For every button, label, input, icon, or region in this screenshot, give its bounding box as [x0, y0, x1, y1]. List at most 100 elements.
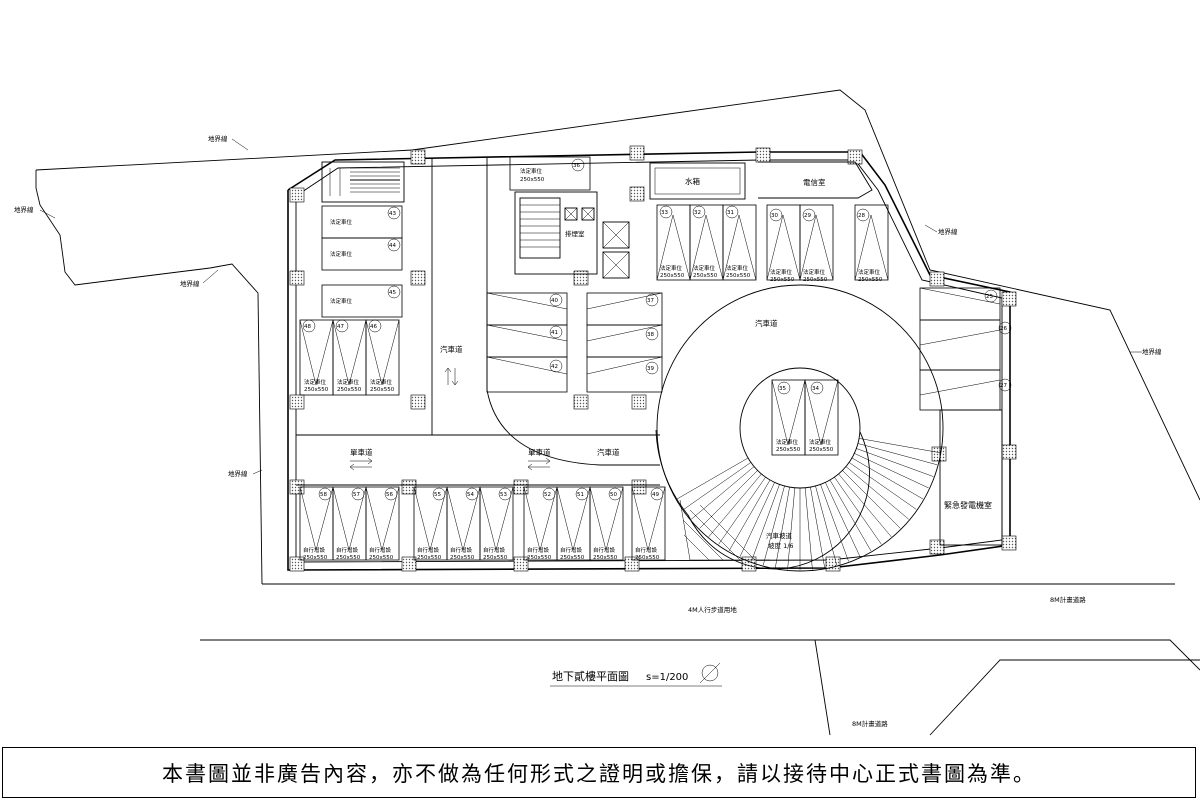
spot-number: 39 — [647, 366, 654, 372]
spot-number: 32 — [694, 210, 701, 216]
spot-type: 法定車位 — [858, 268, 881, 276]
spot-number-circle — [318, 487, 332, 501]
spot-type: 法定車位 — [370, 378, 393, 386]
road-label-bottom: 8M計畫道路 — [852, 719, 888, 728]
ramp-step-line — [842, 470, 901, 529]
spot-type: 法定車位 — [337, 378, 360, 386]
spot-type: 法定車位 — [776, 438, 799, 446]
ramp-step-line — [762, 485, 785, 566]
spot-number: 44 — [389, 243, 396, 249]
spiral-ramp: 汽車坡道 坡度 1/6 — [676, 431, 940, 570]
scooter-lane-label-mid: 單車道 — [528, 447, 551, 457]
spot-type: 法定車位 — [330, 297, 353, 305]
ramp-step-line — [787, 487, 796, 570]
spot-number: 28 — [858, 213, 865, 219]
spot-number: 51 — [577, 492, 584, 498]
parking-bottom-row: 58自行增設250x55057自行增設250x55056自行增設250x5505… — [299, 486, 666, 561]
parking-middle: 40 41 42 37 38 39 — [486, 292, 663, 393]
north-arrow-icon — [701, 664, 719, 682]
parking-spot-mark — [589, 486, 624, 551]
parking-spot-36: 36 法定車位 250x550 — [509, 156, 591, 191]
ramp-step-line — [739, 482, 775, 557]
spot-number: 56 — [386, 492, 393, 498]
building-walls — [287, 151, 1011, 571]
spot-size: 250x550 — [369, 555, 394, 561]
boundary-label-1: 地界線 — [208, 134, 228, 143]
spot-type: 自行增設 — [560, 546, 583, 554]
boundary-label-4: 地界線 — [228, 469, 248, 478]
drawing-scale: s=1/200 — [646, 672, 688, 683]
water-tank-label: 水箱 — [685, 176, 700, 186]
spot-number: 40 — [551, 298, 558, 304]
ramp-slope-label: 坡度 1/6 — [768, 541, 794, 550]
spot-size: 250x550 — [593, 555, 618, 561]
spot-size: 250x550 — [337, 387, 362, 393]
spot-size: 250x550 — [726, 273, 751, 279]
spot-number: 26 — [1000, 326, 1007, 332]
spot-number: 58 — [320, 492, 327, 498]
spot-number: 42 — [551, 364, 558, 370]
spot-size: 250x550 — [635, 555, 660, 561]
electric-room: 電信室 — [758, 161, 873, 199]
stair-top-left — [321, 161, 405, 203]
ramp-step-line — [810, 487, 825, 568]
spot-type: 法定車位 — [809, 438, 832, 446]
ramp-step-line — [751, 484, 780, 562]
ramp-label: 汽車坡道 — [766, 531, 793, 540]
ramp-step-line — [859, 438, 940, 453]
ramp-step-line — [718, 476, 766, 545]
car-lane-label-left: 汽車道 — [440, 344, 463, 354]
boundary-label-3: 地界線 — [180, 279, 200, 288]
spot-number: 30 — [771, 213, 778, 219]
spot-size: 250x550 — [520, 177, 545, 183]
spot-size: 250x550 — [483, 555, 508, 561]
ramp-step-line — [775, 487, 790, 568]
spot-size: 250x550 — [776, 447, 801, 453]
spot-size: 250x550 — [560, 555, 585, 561]
parking-spot — [365, 486, 400, 561]
spot-number: 34 — [812, 386, 819, 392]
spot-number-circle — [498, 487, 512, 501]
drawing-title-block: 地下貳樓平面圖 s=1/200 — [550, 662, 722, 687]
spot-number: 52 — [544, 492, 551, 498]
ramp-step-line — [804, 487, 813, 570]
spot-type: 法定車位 — [693, 264, 716, 272]
parking-spot-mark — [332, 486, 367, 551]
spot-type: 法定車位 — [330, 218, 353, 226]
ramp-step-line — [699, 470, 758, 529]
ramp-step-line — [728, 479, 771, 552]
spot-type: 法定車位 — [726, 264, 749, 272]
spot-type: 法定車位 — [520, 167, 543, 175]
parking-spot-mark — [556, 486, 591, 551]
spot-number: 29 — [804, 213, 811, 219]
spot-type: 法定車位 — [803, 268, 826, 276]
spot-number: 37 — [647, 298, 654, 304]
spot-size: 250x550 — [336, 555, 361, 561]
ramp-step-line — [825, 482, 861, 557]
parking-spot — [631, 486, 666, 561]
parking-spot-mark — [413, 486, 448, 551]
boundary-label-5: 地界線 — [938, 227, 958, 236]
spot-number: 54 — [467, 492, 474, 498]
boundary-labels: 地界線 地界線 地界線 地界線 地界線 地界線 — [14, 134, 1162, 478]
ramp-step-line — [676, 457, 749, 500]
spot-number: 33 — [661, 210, 668, 216]
scooter-lane-label-left: 單車道 — [350, 447, 373, 457]
spot-number-circle — [542, 487, 556, 501]
water-tank-room: 水箱 — [649, 162, 746, 200]
electric-room-label: 電信室 — [803, 177, 826, 187]
spot-type: 自行增設 — [527, 546, 550, 554]
ramp-step-line — [691, 466, 755, 520]
parking-spot-mark — [631, 486, 666, 551]
spot-type: 自行增設 — [417, 546, 440, 554]
ramp-step-line — [815, 485, 838, 566]
spot-number-circle — [575, 487, 589, 501]
spot-type: 自行增設 — [450, 546, 473, 554]
parking-spot — [589, 486, 624, 561]
spot-number: 47 — [337, 324, 344, 330]
parking-spot-mark — [446, 486, 481, 551]
spot-number: 45 — [389, 290, 396, 296]
ramp-step-line — [851, 457, 924, 500]
spot-number: 25 — [986, 294, 993, 300]
ramp-step-line — [848, 462, 917, 510]
